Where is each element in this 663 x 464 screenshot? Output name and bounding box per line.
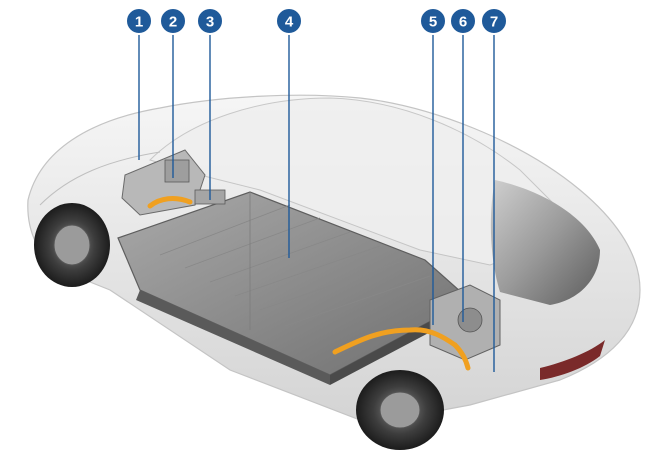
callout-4: 4: [275, 7, 303, 35]
callout-number: 4: [285, 14, 294, 31]
callout-number: 1: [135, 14, 143, 31]
callout-badge: [449, 7, 477, 35]
high-voltage-cables: [147, 196, 471, 371]
rear-window: [490, 180, 600, 305]
callout-6: 6: [449, 7, 477, 35]
callout-number: 3: [206, 14, 214, 31]
callout-1: 1: [125, 7, 153, 35]
callout-number: 2: [169, 14, 177, 31]
callout-5: 5: [419, 7, 447, 35]
callout-badge: [480, 7, 508, 35]
tail-light: [540, 340, 605, 380]
callout-badge: [159, 7, 187, 35]
callout-number: 7: [490, 14, 498, 31]
callout-badge: [196, 7, 224, 35]
leader-lines: [138, 33, 495, 372]
callout-2: 2: [159, 7, 187, 35]
rear-drive-unit: [429, 284, 501, 361]
callout-badge: [275, 7, 303, 35]
callout-badge: [419, 7, 447, 35]
front-wheel: [34, 203, 110, 287]
callout-7: 7: [480, 7, 508, 35]
callout-3: 3: [196, 7, 224, 35]
rear-wheel: [356, 370, 444, 450]
callout-badge: [125, 7, 153, 35]
callout-number: 5: [429, 14, 437, 31]
callout-number: 6: [459, 14, 467, 31]
